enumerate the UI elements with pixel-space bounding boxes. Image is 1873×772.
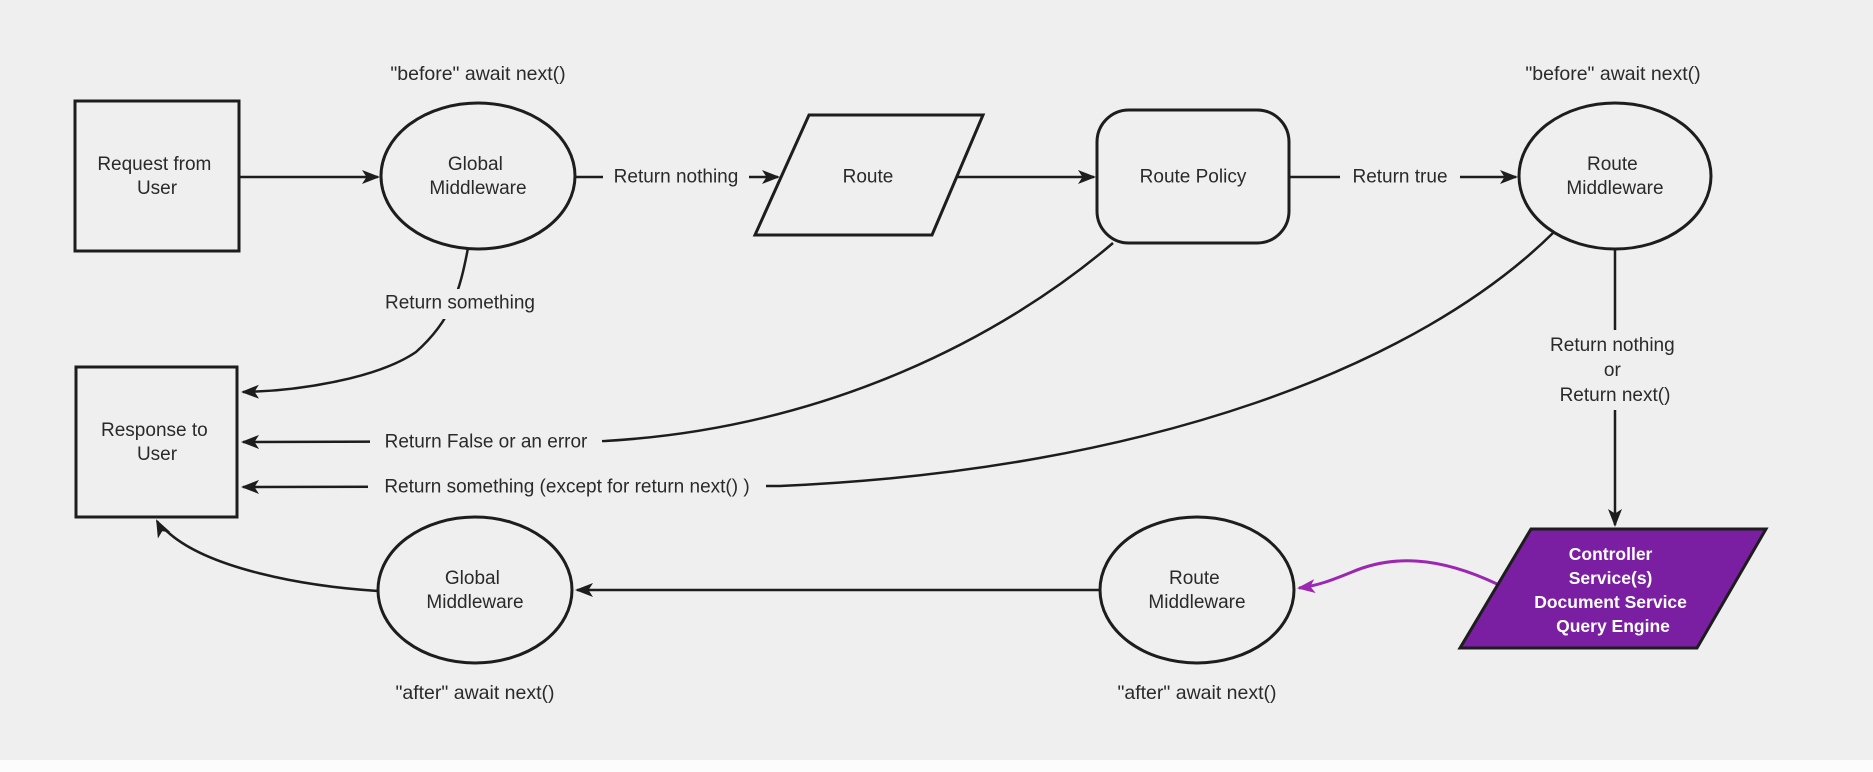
route-policy-box bbox=[1095, 108, 1291, 245]
label-mask bbox=[603, 162, 749, 192]
global-middleware-after-ellipse bbox=[376, 515, 574, 665]
node-route-middleware-before: Route Middleware bbox=[1517, 101, 1713, 251]
edge-controller-to-route-middleware-after bbox=[1297, 559, 1498, 594]
node-request-from-user: Request from User bbox=[73, 99, 241, 253]
request-label: Request from User bbox=[97, 154, 216, 199]
label-mask bbox=[372, 289, 548, 319]
edge-label-return-nothing: Return nothing bbox=[614, 167, 739, 188]
edge-label-return-nothing-or-next: Return nothing or Return next() bbox=[1550, 335, 1680, 406]
route-middleware-before-ellipse bbox=[1517, 101, 1713, 251]
node-global-middleware-before: Global Middleware bbox=[379, 101, 577, 251]
label-mask bbox=[1340, 162, 1460, 192]
route-parallelogram bbox=[752, 113, 986, 237]
node-controller-services: Controller Service(s) Document Service Q… bbox=[1457, 527, 1769, 650]
route-label: Route bbox=[843, 167, 894, 188]
edge-label-return-true: Return true bbox=[1352, 167, 1447, 188]
annotation-before-await-global: "before" await next() bbox=[390, 63, 565, 85]
route-policy-label: Route Policy bbox=[1140, 167, 1247, 188]
controller-label: Controller Service(s) Document Service Q… bbox=[1534, 544, 1692, 636]
canvas-bottom-edge bbox=[0, 760, 1873, 772]
label-mask bbox=[370, 427, 602, 457]
request-box bbox=[73, 99, 241, 253]
response-label: Response to User bbox=[101, 420, 213, 465]
global-middleware-before-label: Global Middleware bbox=[429, 154, 526, 199]
node-route: Route bbox=[752, 113, 986, 237]
edge-return-false-to-response bbox=[241, 242, 1114, 449]
annotation-after-await-route: "after" await next() bbox=[1117, 682, 1276, 704]
label-mask bbox=[1534, 330, 1696, 410]
route-middleware-before-label: Route Middleware bbox=[1566, 154, 1663, 199]
edge-label-return-false-or-error: Return False or an error bbox=[385, 432, 588, 453]
edge-return-something-except-to-response bbox=[241, 231, 1555, 494]
controller-parallelogram bbox=[1457, 527, 1769, 650]
annotation-after-await-global: "after" await next() bbox=[395, 682, 554, 704]
edge-return-something-to-response bbox=[241, 247, 470, 399]
annotation-before-await-route: "before" await next() bbox=[1525, 63, 1700, 85]
global-middleware-before-ellipse bbox=[379, 101, 577, 251]
edge-global-middleware-after-to-response bbox=[155, 519, 379, 593]
route-middleware-after-label: Route Middleware bbox=[1148, 568, 1245, 613]
response-box bbox=[74, 365, 239, 519]
route-middleware-after-ellipse bbox=[1098, 515, 1296, 665]
node-global-middleware-after: Global Middleware bbox=[376, 515, 574, 665]
global-middleware-after-label: Global Middleware bbox=[426, 568, 523, 613]
edge-label-return-something: Return something bbox=[385, 293, 535, 314]
node-route-policy: Route Policy bbox=[1095, 108, 1291, 245]
label-mask bbox=[368, 472, 766, 502]
node-route-middleware-after: Route Middleware bbox=[1098, 515, 1296, 665]
edge-label-return-something-except: Return something (except for return next… bbox=[384, 477, 749, 498]
node-response-to-user: Response to User bbox=[74, 365, 239, 519]
